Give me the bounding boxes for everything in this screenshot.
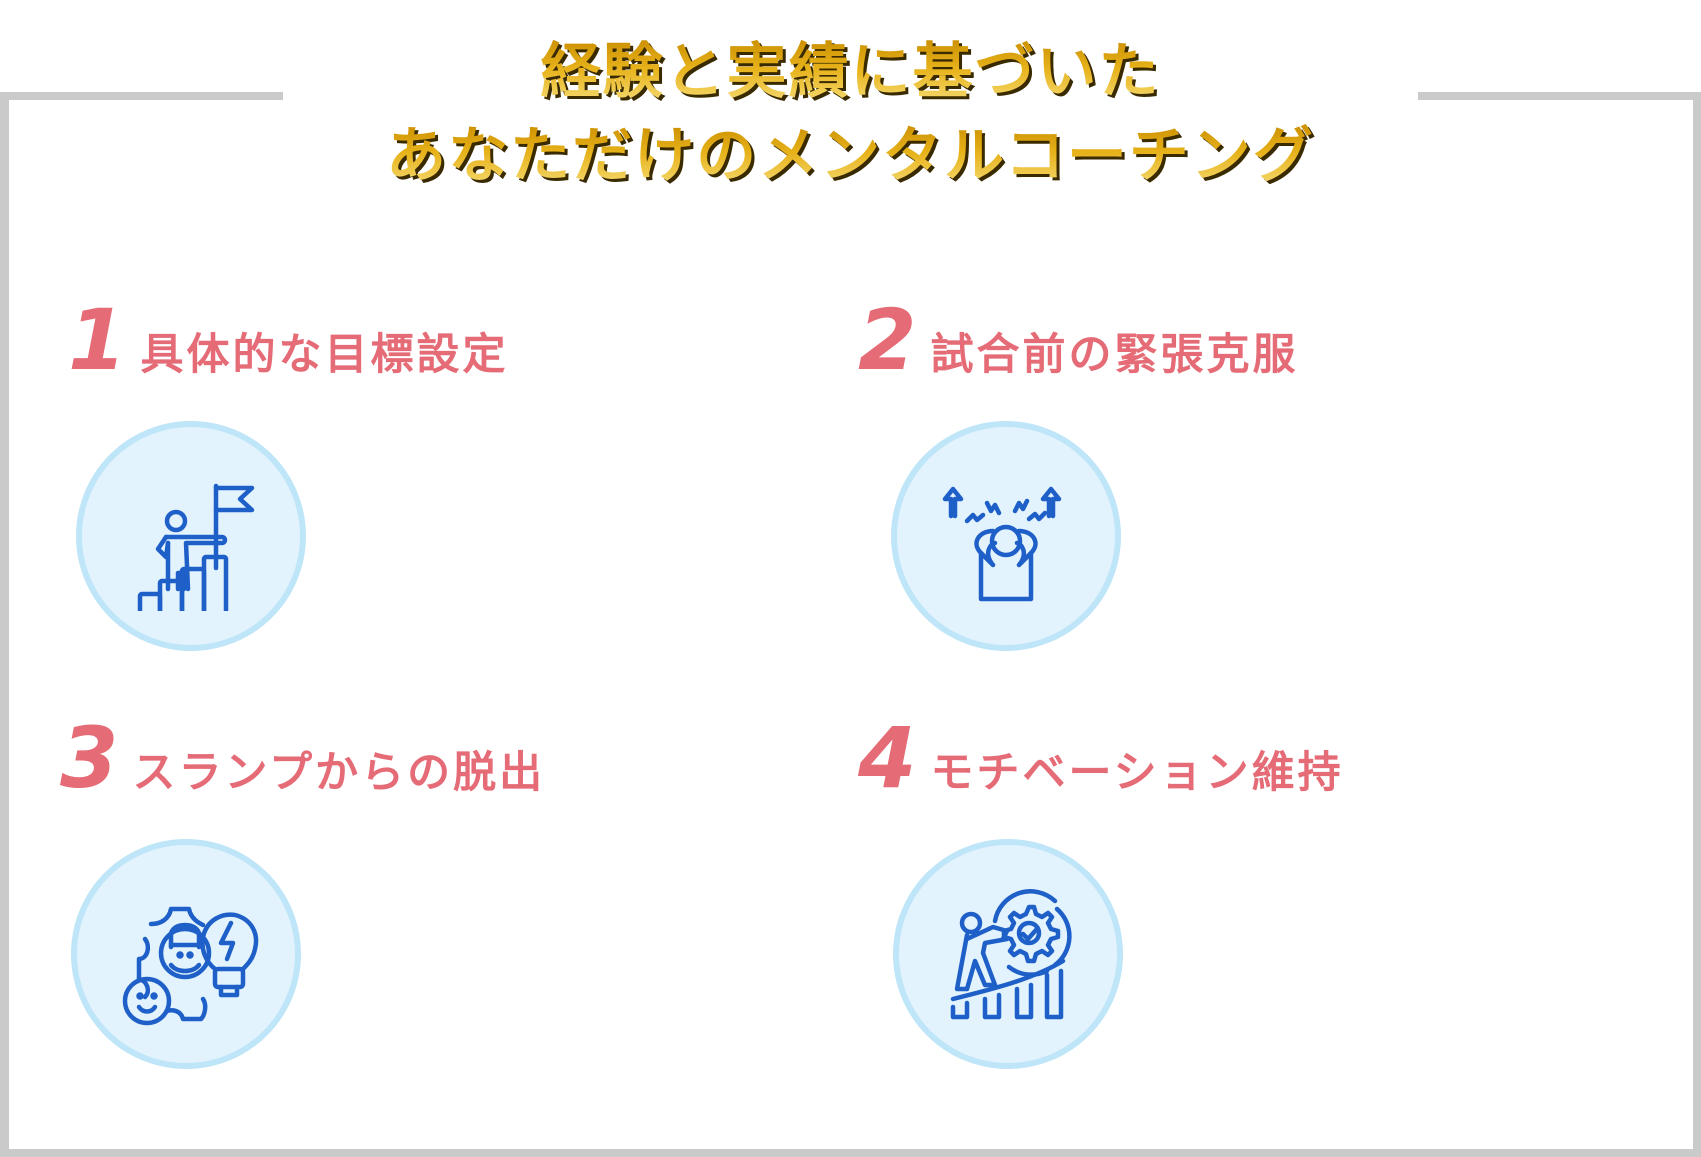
- frame-border-top-left: [0, 92, 283, 100]
- item-label: スランプからの脱出: [132, 748, 546, 798]
- frame-border-bottom: [0, 1149, 1701, 1157]
- stressed-person-icon: [942, 486, 1062, 602]
- goal-flag-stairs-icon: [137, 483, 255, 611]
- item-label: 具体的な目標設定: [140, 330, 509, 380]
- gear-lightbulb-smile-icon: [122, 906, 259, 1026]
- item-icon-circle-2: [891, 421, 1121, 651]
- frame-border-right: [1693, 92, 1701, 1157]
- item-heading-4: 4 モチベーション維持: [858, 716, 1344, 803]
- item-icon-circle-4: [893, 839, 1123, 1069]
- frame-border-top-right: [1418, 92, 1701, 100]
- item-number: 3: [60, 709, 119, 807]
- item-icon-circle-3: [71, 839, 301, 1069]
- page-title-line-2: あなただけのメンタルコーチング: [386, 121, 1315, 191]
- item-number: 1: [68, 291, 127, 389]
- item-number: 2: [858, 291, 917, 389]
- item-heading-1: 1 具体的な目標設定: [68, 298, 508, 385]
- pushing-gear-growth-icon: [950, 889, 1072, 1020]
- item-label: 試合前の緊張克服: [930, 330, 1299, 380]
- page-title-line-1: 経験と実績に基づいた: [540, 37, 1161, 107]
- item-label: モチベーション維持: [930, 748, 1344, 798]
- item-icon-circle-1: [76, 421, 306, 651]
- item-heading-3: 3 スランプからの脱出: [60, 716, 545, 803]
- item-heading-2: 2 試合前の緊張克服: [858, 298, 1298, 385]
- frame-border-left: [0, 92, 9, 1157]
- item-number: 4: [858, 709, 917, 807]
